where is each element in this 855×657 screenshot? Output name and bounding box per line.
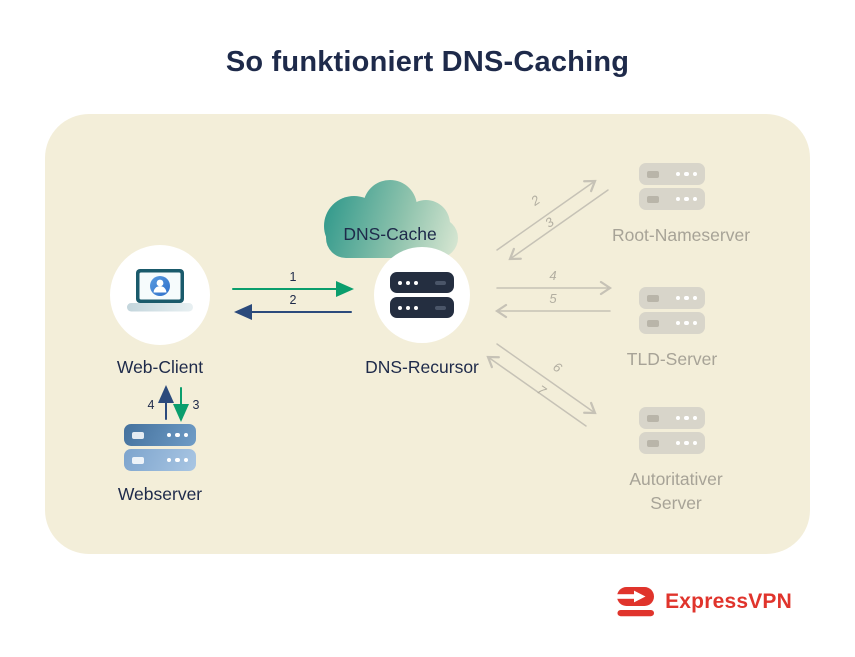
expressvpn-logo: ExpressVPN [617,587,792,617]
webserver-icon [124,424,196,471]
tld-server-label: TLD-Server [626,349,718,369]
expressvpn-logo-icon [617,587,655,617]
expressvpn-logo-text: ExpressVPN [665,590,792,613]
root-nameserver-label: Root-Nameserver [611,225,751,245]
authoritative-server-label: Autoritativer Server [629,469,723,513]
dns-recursor-node [374,247,470,343]
avatar-icon [150,276,170,296]
dns-cache-cloud-icon [324,180,458,258]
page-title: So funktioniert DNS-Caching [225,46,630,78]
laptop-icon [127,269,193,312]
authoritative-server-icon [639,407,705,454]
webserver-label: Webserver [117,484,203,504]
dns-cache-label: DNS-Cache [343,224,437,244]
dns-recursor-label: DNS-Recursor [365,357,479,377]
dns-recursor-server-icon [390,272,454,318]
web-client-label: Web-Client [116,357,204,377]
web-client-node [110,245,210,345]
tld-server-icon [639,287,705,334]
root-nameserver-icon [639,163,705,210]
